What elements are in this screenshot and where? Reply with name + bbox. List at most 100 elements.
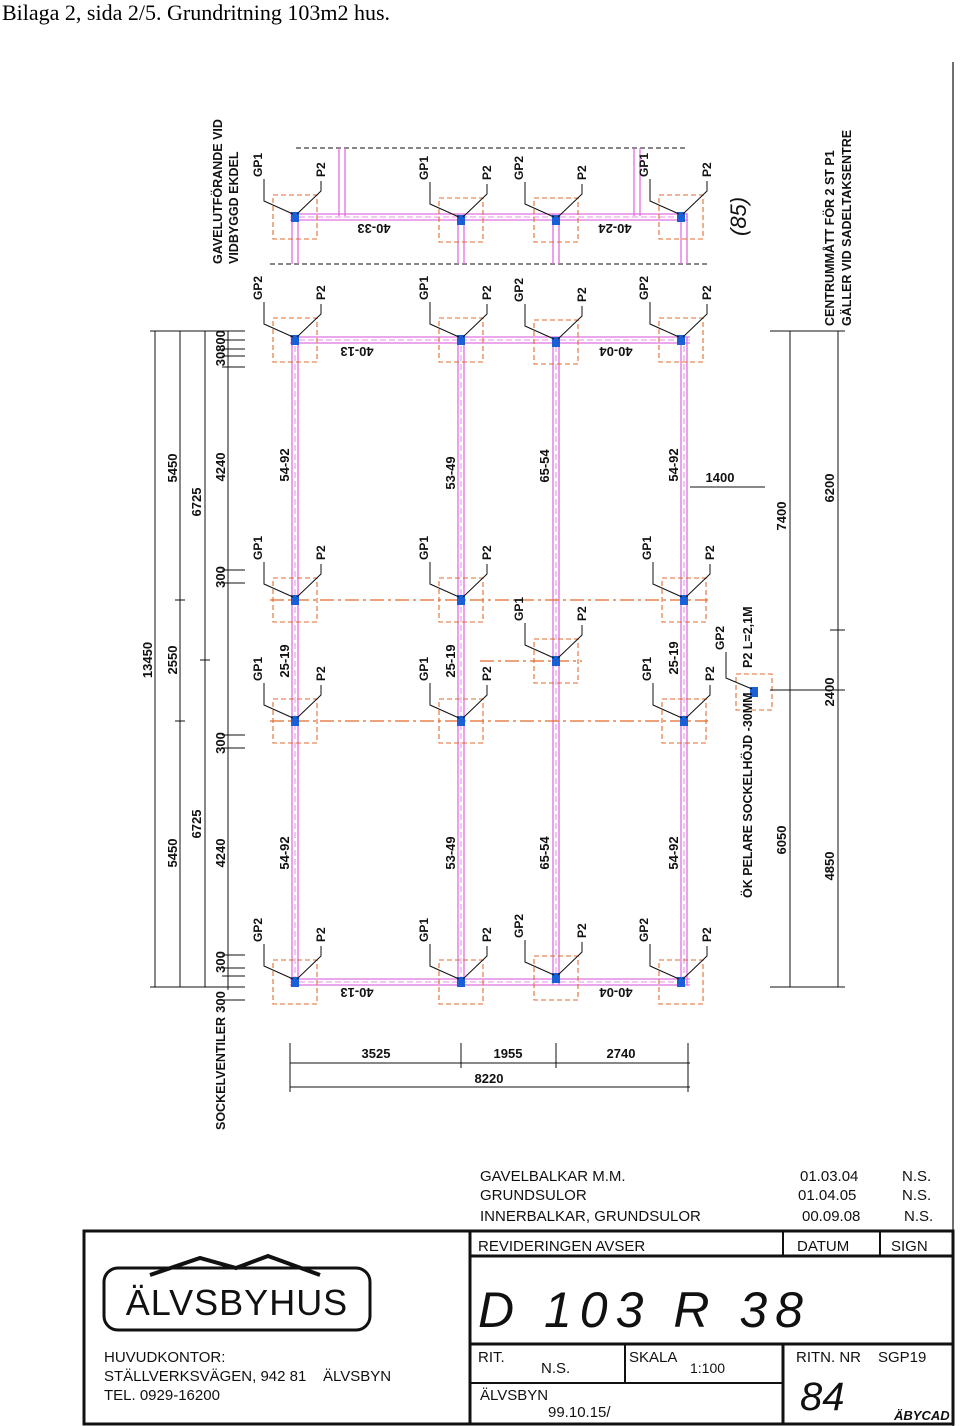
footing-box <box>438 197 484 243</box>
dim-4850: 4850 <box>822 852 837 881</box>
footing-box <box>438 959 484 1005</box>
gp-label: GP1 <box>417 657 431 681</box>
gp-label: GP2 <box>251 276 265 300</box>
date: 99.10.15/ <box>548 1404 611 1421</box>
p2-label: P2 <box>314 285 328 300</box>
sockel-label: SOCKELVENTILER <box>214 1017 228 1130</box>
post-marker <box>457 977 465 987</box>
post-marker <box>291 335 299 345</box>
gp-leader <box>263 562 294 598</box>
p2-leader <box>296 564 322 598</box>
p2-label: P2 <box>575 287 589 302</box>
dim-2400: 2400 <box>822 678 837 707</box>
p2-length-note: P2 L=2,1M <box>741 607 755 669</box>
post-layer <box>291 212 758 987</box>
gp-leader <box>429 944 460 980</box>
gp-label: GP1 <box>512 597 526 621</box>
revision-2-text: GRUNDSULOR <box>480 1187 587 1204</box>
post-marker <box>291 595 299 605</box>
p2-label: P2 <box>700 927 714 942</box>
p2-label: P2 <box>700 285 714 300</box>
gp-label: GP1 <box>640 536 654 560</box>
p2-leader <box>462 184 488 218</box>
revision-1-text: GAVELBALKAR M.M. <box>480 1168 626 1185</box>
dim-13450: 13450 <box>140 642 155 678</box>
gp-leader <box>524 182 555 218</box>
ritn-value: SGP19 <box>878 1349 926 1366</box>
beam-label-54-92-l-top: 54-92 <box>277 448 292 481</box>
beam-bottom-horizontal <box>290 978 690 986</box>
footing-box <box>658 194 704 240</box>
gp-leader <box>429 302 460 338</box>
gp-leader <box>263 944 294 980</box>
dim-30: 30 <box>213 352 228 366</box>
skala-value: 1:100 <box>690 1360 725 1376</box>
post-marker <box>457 335 465 345</box>
beam-label-65-54-top: 65-54 <box>537 449 552 483</box>
p2-label: P2 <box>703 545 717 560</box>
beam-label-25-19-l: 25-19 <box>277 644 292 677</box>
p2-leader <box>682 304 708 338</box>
beam-label-65-54-bottom: 65-54 <box>537 836 552 870</box>
gp-label: GP1 <box>417 918 431 942</box>
p2-label: P2 <box>314 545 328 560</box>
gp-leader <box>524 623 555 659</box>
gp-leader <box>649 179 680 215</box>
logo-text: ÄLVSBYHUS <box>126 1282 348 1323</box>
dim-300-c: 300 <box>213 951 228 973</box>
p2-leader <box>296 181 322 215</box>
dim-7400: 7400 <box>774 502 789 531</box>
beam-layer <box>290 148 690 986</box>
dimension-lines-left <box>150 330 245 1001</box>
hq-line-3: TEL. 0929-16200 <box>104 1387 220 1404</box>
p2-leader <box>557 625 583 659</box>
beam-label-40-33: 40-33 <box>357 221 390 236</box>
footing-box <box>272 959 318 1005</box>
revision-3-text: INNERBALKAR, GRUNDSULOR <box>480 1208 701 1225</box>
p2-leader <box>557 306 583 340</box>
gp-leader <box>263 683 294 719</box>
revision-3-sign: N.S. <box>904 1208 933 1225</box>
beam-label-53-49-bottom: 53-49 <box>443 836 458 869</box>
dim-3525: 3525 <box>362 1046 391 1061</box>
post-marker <box>457 716 465 726</box>
footing-box <box>438 577 484 623</box>
revision-2-date: 01.04.05 <box>798 1187 856 1204</box>
post-marker-extra <box>750 687 758 697</box>
dim-800: 800 <box>213 330 228 352</box>
post-marker <box>677 335 685 345</box>
p2-leader <box>296 685 322 719</box>
p2-leader <box>557 942 583 976</box>
post-marker <box>677 212 685 222</box>
gp-label: GP2 <box>637 918 651 942</box>
beam-label-40-13-top: 40-13 <box>340 344 373 359</box>
dim-300-b: 300 <box>213 732 228 754</box>
p2-leader <box>296 304 322 338</box>
gavel-note-line-1: GAVELUTFÖRANDE VID <box>210 119 225 264</box>
post-marker <box>291 716 299 726</box>
dim-5450-top: 5450 <box>165 454 180 483</box>
gp-label: GP1 <box>251 153 265 177</box>
sheet-number: 84 <box>800 1375 845 1419</box>
hq-line-2b: ÄLVSBYN <box>323 1368 391 1385</box>
sign-header: SIGN <box>891 1238 928 1255</box>
post-marker <box>457 595 465 605</box>
dim-2550: 2550 <box>165 646 180 675</box>
place: ÄLVSBYN <box>480 1387 548 1404</box>
gp-label: GP1 <box>640 657 654 681</box>
gp-label: GP2 <box>512 914 526 938</box>
gp-leader <box>263 179 294 215</box>
footing-box <box>272 317 318 363</box>
beam-extension-horizontal <box>290 213 688 221</box>
rev-header: REVIDERINGEN AVSER <box>478 1238 645 1255</box>
gp-label: GP2 <box>637 276 651 300</box>
beam-label-54-92-r-bottom: 54-92 <box>666 836 681 869</box>
page-title: Bilaga 2, sida 2/5. Grundritning 103m2 h… <box>2 0 391 25</box>
gp-label: GP1 <box>637 153 651 177</box>
gp-label: GP1 <box>251 657 265 681</box>
dim-4240-bottom: 4240 <box>213 839 228 868</box>
revision-2-sign: N.S. <box>902 1187 931 1204</box>
gp-leader-extra <box>725 652 753 690</box>
hq-line-1: HUVUDKONTOR: <box>104 1349 225 1366</box>
